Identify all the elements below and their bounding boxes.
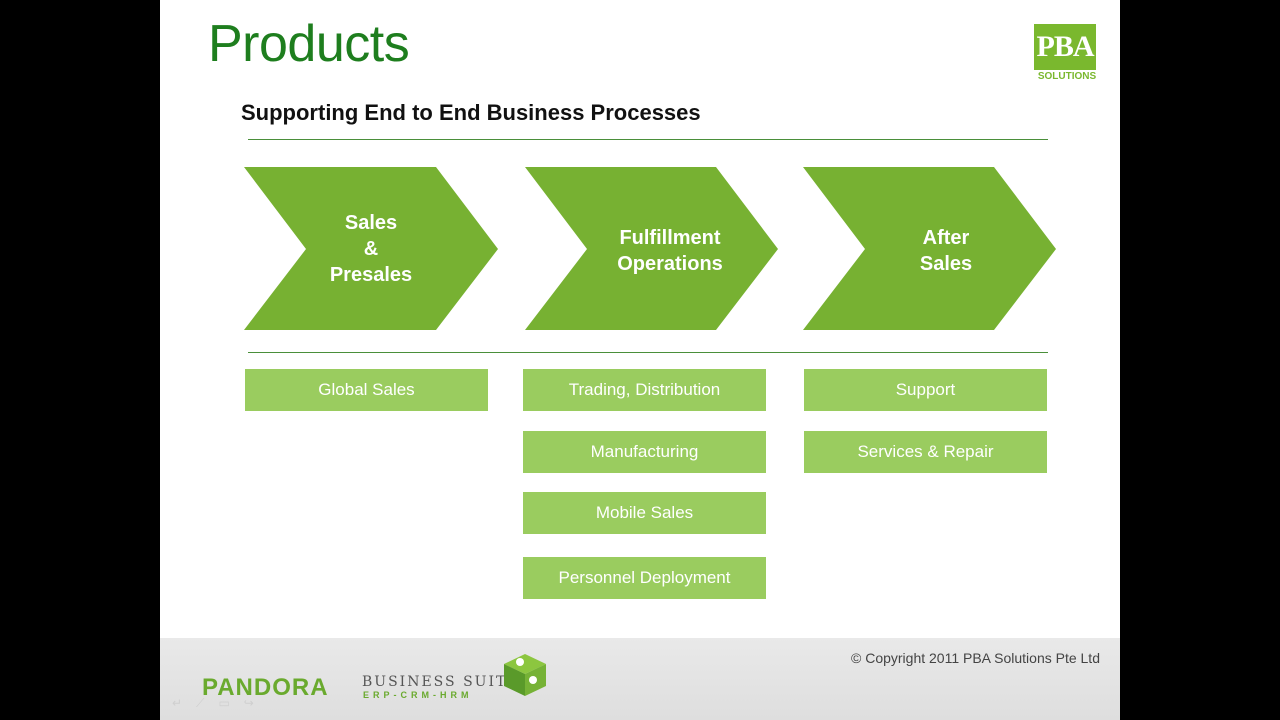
slide-footer: © Copyright 2011 PBA Solutions Pte Ltd P… xyxy=(160,638,1120,720)
pandora-brand: PANDORA xyxy=(202,674,329,701)
slide-title: Products xyxy=(208,15,410,73)
process-box-personnel-deployment: Personnel Deployment xyxy=(523,557,766,599)
stage-label-after-sales: After Sales xyxy=(919,227,973,275)
stage-label-fulfillment-operations: Fulfillment Operations xyxy=(617,227,723,275)
process-box-trading-distribution: Trading, Distribution xyxy=(523,369,766,411)
slide: Products PBA SOLUTIONS Supporting End to… xyxy=(160,0,1120,720)
logo-subtext: SOLUTIONS xyxy=(1037,71,1097,82)
process-box-mobile-sales: Mobile Sales xyxy=(523,492,766,534)
top-divider xyxy=(248,139,1048,140)
chevron-fulfillment-operations xyxy=(525,167,778,330)
process-chevrons xyxy=(244,167,1056,330)
middle-divider xyxy=(248,352,1048,353)
pandora-cube-icon xyxy=(504,654,546,696)
chevron-after-sales xyxy=(803,167,1056,330)
process-box-manufacturing: Manufacturing xyxy=(523,431,766,473)
erp-crm-hrm-label: ERP-CRM-HRM xyxy=(363,690,473,700)
process-box-support: Support xyxy=(804,369,1047,411)
chevron-sales-presales xyxy=(244,167,498,330)
slide-subtitle: Supporting End to End Business Processes xyxy=(241,100,701,125)
process-box-global-sales: Global Sales xyxy=(245,369,488,411)
pba-logo: PBA SOLUTIONS xyxy=(1034,24,1100,84)
slide-nav-icons: ↵⟋▭↪ xyxy=(172,696,268,710)
business-suite-label: BUSINESS SUITE xyxy=(362,674,520,690)
logo-mark: PBA xyxy=(1034,24,1096,70)
copyright-text: © Copyright 2011 PBA Solutions Pte Ltd xyxy=(851,650,1100,666)
stage-label-sales-presales: Sales & Presales xyxy=(329,212,413,286)
process-box-services-repair: Services & Repair xyxy=(804,431,1047,473)
